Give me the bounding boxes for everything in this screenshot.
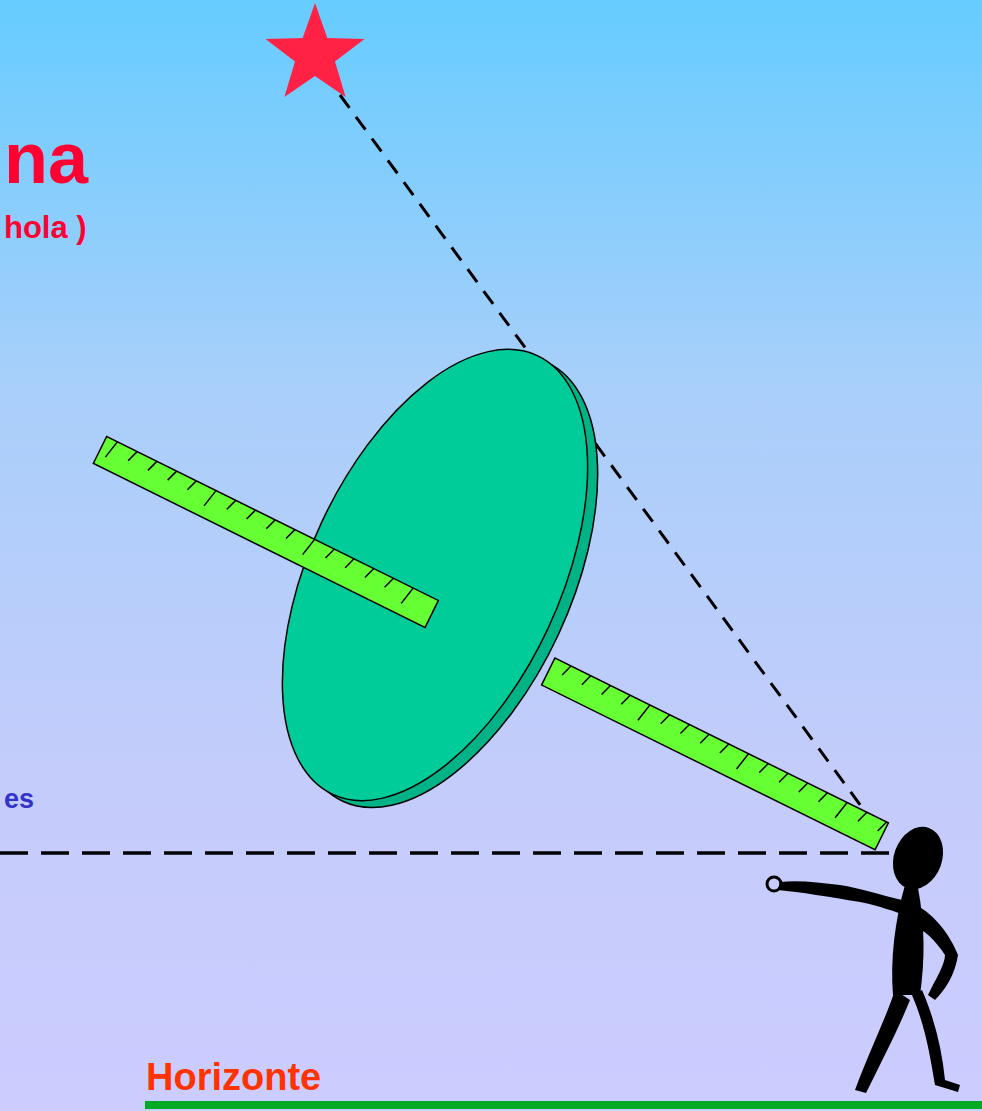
horizon-label: Horizonte	[146, 1058, 321, 1096]
title: na	[4, 122, 88, 194]
ruler-staff	[93, 437, 888, 850]
side-label: es	[4, 786, 34, 813]
subtitle: hola )	[4, 212, 87, 243]
star	[266, 3, 365, 97]
horizon-line	[0, 851, 905, 855]
disk	[219, 303, 662, 854]
ground-line	[145, 1101, 982, 1109]
observer-figure	[767, 820, 960, 1093]
